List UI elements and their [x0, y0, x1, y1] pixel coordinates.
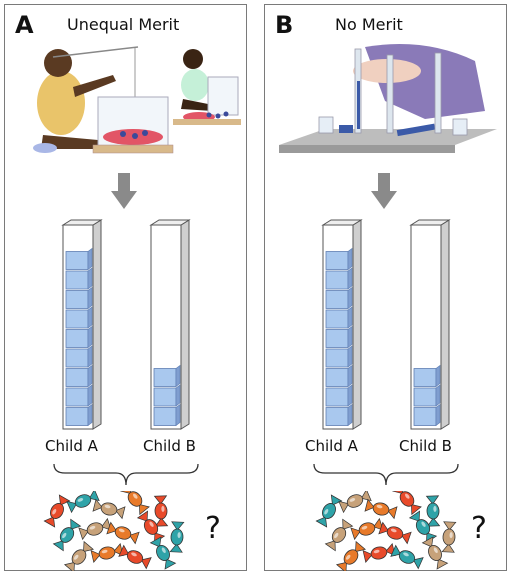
block	[325, 345, 353, 368]
panel-unequal-merit: A Unequal Merit Child A Chil	[4, 4, 247, 571]
candy	[106, 521, 140, 545]
block	[325, 384, 353, 407]
tube-child-b	[149, 219, 191, 430]
block	[325, 364, 353, 388]
block	[413, 364, 441, 388]
candy	[90, 543, 124, 563]
candy	[66, 491, 100, 514]
panel-no-merit: B No Merit Child A Child B ?	[264, 4, 507, 571]
candy	[120, 491, 150, 516]
candy	[392, 491, 422, 516]
block	[325, 403, 353, 427]
block	[325, 286, 353, 310]
candy	[350, 517, 384, 541]
block	[65, 247, 93, 271]
candy	[92, 498, 126, 520]
block	[325, 306, 353, 329]
candy	[78, 517, 112, 541]
child-a-label: Child A	[45, 437, 98, 455]
adults-filling-tubes-illustration	[279, 44, 497, 153]
tube-child-b	[409, 219, 451, 430]
block	[325, 325, 353, 349]
tube-child-a	[61, 219, 103, 430]
down-arrow-icon	[111, 173, 137, 209]
tube-child-a	[321, 219, 363, 430]
candy	[425, 495, 441, 527]
candy	[421, 536, 449, 570]
block	[153, 403, 181, 427]
block	[65, 384, 93, 407]
candy	[153, 495, 169, 527]
child-b-label: Child B	[399, 437, 452, 455]
block	[413, 403, 441, 427]
question-mark: ?	[205, 511, 221, 546]
candy	[338, 491, 372, 514]
panel-title: Unequal Merit	[67, 15, 180, 34]
candy	[336, 540, 366, 571]
block	[65, 325, 93, 349]
candy	[390, 544, 424, 570]
block	[65, 306, 93, 329]
candy	[364, 498, 398, 520]
panel-title: No Merit	[335, 15, 403, 34]
block	[65, 286, 93, 310]
candy	[52, 518, 82, 552]
candy	[378, 521, 412, 545]
question-mark: ?	[471, 511, 487, 546]
brace	[313, 463, 459, 486]
fishing-child-illustration	[33, 46, 241, 154]
candy	[315, 494, 343, 528]
candy-pile-icon	[315, 491, 457, 571]
block	[65, 267, 93, 290]
candy-pile-icon	[43, 491, 185, 571]
brace	[53, 463, 199, 486]
candy	[64, 540, 94, 571]
child-a-label: Child A	[305, 437, 358, 455]
block	[325, 247, 353, 271]
block	[65, 345, 93, 368]
candy	[362, 543, 396, 563]
block	[153, 364, 181, 388]
block	[65, 364, 93, 388]
block	[65, 403, 93, 427]
candy	[149, 536, 177, 570]
down-arrow-icon	[371, 173, 397, 209]
candy	[118, 544, 152, 570]
panel-letter: A	[15, 11, 34, 39]
child-b-label: Child B	[143, 437, 196, 455]
candy	[169, 521, 185, 553]
candy	[441, 521, 457, 553]
block	[153, 384, 181, 407]
candy	[324, 518, 354, 552]
candy	[408, 510, 438, 544]
block	[413, 384, 441, 407]
panel-letter: B	[275, 11, 294, 39]
block	[325, 267, 353, 290]
candy	[43, 494, 71, 528]
